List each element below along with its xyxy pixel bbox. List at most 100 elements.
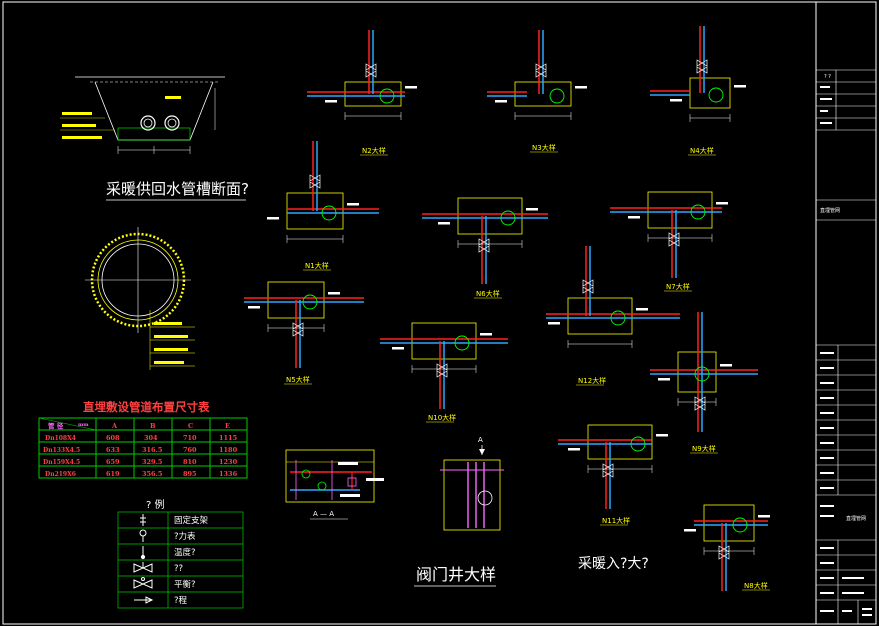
legend-label-thermometer: 温度? [174,547,196,558]
fixed-support-icon [140,514,146,526]
pipe-size-mark [658,378,670,381]
compensator-icon [694,366,710,382]
section-aa-drawing [285,449,384,520]
detail-label: N8大样 [744,581,768,590]
gate-valve-icon [483,245,490,253]
detail-label: N6大样 [476,289,500,298]
title-block [816,69,876,624]
pipe-size-mark [684,529,696,532]
gate-valve-icon [694,403,701,411]
pipe-size-mark [248,306,260,309]
pipe-size-mark [347,203,359,206]
compensator-icon [454,335,470,351]
gate-valve-icon [582,279,589,287]
pipe-size-mark [670,99,682,102]
heating-entry-title: 采暖入?大? [578,556,649,572]
gate-valve-icon [314,181,321,189]
balance-valve-icon [133,577,153,589]
compensator-icon [610,310,626,326]
pipe-size-mark [758,515,770,518]
node-detail: N11大样 [558,424,668,526]
gate-valve-icon [436,370,443,378]
title-block-drawing-name-2: 直埋管网 [846,515,866,522]
pipe-size-mark [734,85,746,88]
pipe-size-mark [267,217,279,220]
section-mark-a: A [478,436,483,444]
table-row-1-diameter: Dn108X4 [45,435,76,442]
table-row-3-diameter: Dn159X4.5 [43,459,80,466]
legend-label-balance-valve: 平衡? [174,579,196,590]
gate-valve-icon [478,245,485,253]
table-row-2-b: 316.5 [142,446,163,454]
table-header-e: E [225,422,230,430]
table-row-2-a: 633 [106,446,120,454]
table-row-3-a: 659 [106,458,120,466]
detail-label: N5大样 [286,375,310,384]
gate-valve-icon [309,181,316,189]
compensator-icon [690,204,706,220]
legend-label-fixed-support: 固定支架 [174,515,209,526]
table-header-a: A [111,422,118,430]
table-row-3-b: 329.5 [142,458,163,466]
gate-valve-icon [365,70,372,78]
table-row-4-e: 1336 [219,470,238,478]
gate-valve-icon [718,545,725,553]
title-block-row1: ? ? [824,74,831,80]
table-row-3-e: 1230 [219,458,238,466]
gate-valve-icon [607,470,614,478]
gate-valve-icon [699,403,706,411]
pit-outline [677,351,717,393]
compensator-icon [500,210,516,226]
node-detail: N12大样 [546,246,680,386]
legend-labels: 固定支架 ?力表 温度? ?? 平衡? ?程 [174,515,209,606]
table-row-4-a: 619 [106,470,120,478]
detail-label: N2大样 [362,146,386,155]
table-row-4-diameter: Dn219X6 [45,471,76,478]
pipe-size-mark [480,333,492,336]
gate-valve-icon [478,238,485,246]
legend-title: ? 例 [146,498,165,511]
gate-valve-icon [365,63,372,71]
gate-valve-icon [436,363,443,371]
node-detail: N9大样 [650,312,758,454]
table-header-unit: mm [78,422,89,428]
gate-valve-icon [370,63,377,71]
compensator-icon [302,294,318,310]
pit-outline [457,197,523,235]
gate-valve-icon [602,470,609,478]
pipe-size-mark [575,86,587,89]
gate-valve-icon [668,232,675,240]
gate-valve-icon [582,286,589,294]
gate-valve-icon [723,545,730,553]
gate-valve-icon [483,238,490,246]
pipe-size-mark [548,322,560,325]
gate-valve-icon [535,70,542,78]
pipe-size-mark [438,222,450,225]
gate-valve-icon [694,396,701,404]
gate-valve-icon [602,463,609,471]
pipe-table [38,417,248,479]
detail-label: N12大样 [578,376,606,385]
gate-valve-icon [673,232,680,240]
thermometer-icon [140,546,146,560]
detail-label: N7大样 [666,282,690,291]
legend-label-gate-valve: ?? [174,564,183,574]
gate-valve-icon [540,63,547,71]
table-header-c: C [188,422,193,430]
gate-valve-icon [292,329,299,337]
gate-valve-icon [607,463,614,471]
pipe-table-title: 直埋敷设管道布置尺寸表 [83,400,210,414]
legend-table [117,511,244,609]
compensator-icon [379,88,395,104]
pipe-size-mark [716,202,728,205]
compensator-icon [732,517,748,533]
pit-outline [567,297,633,335]
gate-valve-icon [673,239,680,247]
gate-valve-icon [292,322,299,330]
compensator-icon [321,205,337,221]
table-row-1-a: 608 [106,434,120,442]
gate-valve-icon [696,59,703,67]
